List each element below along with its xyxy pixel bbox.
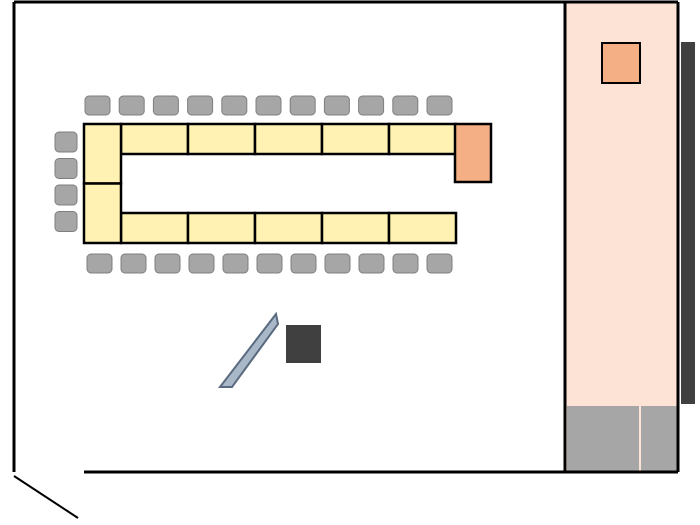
lectern: [601, 42, 641, 84]
chair: [154, 253, 181, 274]
chair: [324, 253, 351, 274]
chair: [54, 131, 78, 153]
chair: [54, 158, 78, 179]
chair: [358, 95, 385, 116]
conference-tables: [82, 122, 458, 245]
chair: [358, 253, 385, 274]
chair: [187, 95, 214, 116]
chair: [118, 95, 145, 116]
chair: [255, 95, 282, 116]
table: [320, 122, 391, 156]
chair: [392, 253, 419, 274]
chair: [256, 253, 283, 274]
chair: [54, 211, 78, 232]
chair: [152, 95, 179, 116]
chair: [86, 253, 113, 274]
projection-screen: [217, 311, 280, 388]
table: [387, 211, 458, 245]
chair: [426, 253, 453, 274]
table: [320, 211, 391, 245]
room-walls: [12, 0, 680, 474]
chair: [290, 253, 317, 274]
table: [253, 211, 324, 245]
chair: [426, 95, 453, 116]
table: [119, 211, 190, 245]
chair: [289, 95, 316, 116]
chair: [54, 184, 78, 206]
storage-cabinet: [567, 406, 677, 472]
table: [82, 122, 123, 185]
chair: [188, 253, 215, 274]
chair: [323, 95, 350, 116]
side-wall-strip: [681, 42, 695, 404]
projector: [286, 325, 321, 363]
entrance-door: [13, 475, 79, 519]
chair: [221, 95, 248, 116]
head-table: [453, 122, 493, 184]
chair: [222, 253, 249, 274]
chair: [392, 95, 419, 116]
table: [82, 182, 123, 245]
chair: [84, 95, 111, 116]
table: [387, 122, 458, 156]
table: [186, 211, 257, 245]
table: [186, 122, 257, 156]
chairs: [54, 95, 453, 274]
table: [253, 122, 324, 156]
chair: [120, 253, 147, 274]
table: [119, 122, 190, 156]
